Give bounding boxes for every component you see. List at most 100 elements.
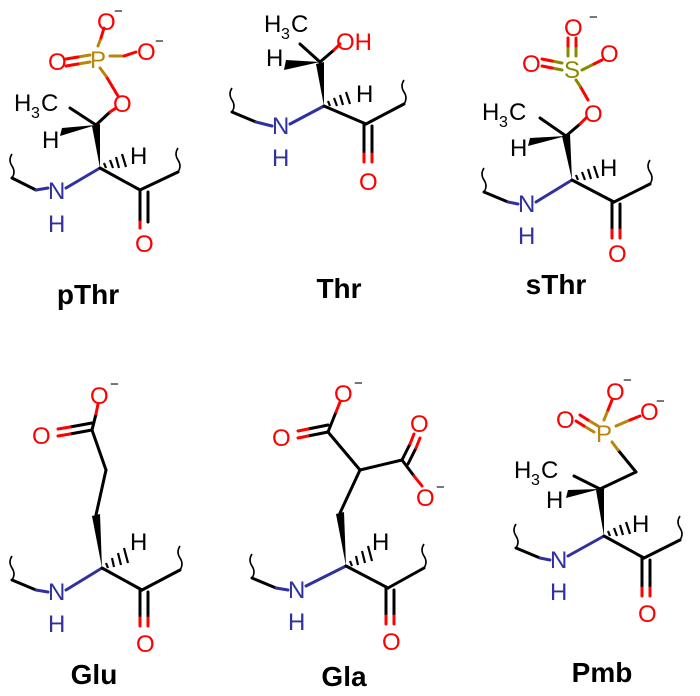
molecule-name: pThr — [57, 279, 119, 310]
molecule-name: Glu — [71, 659, 118, 690]
bond — [574, 419, 586, 428]
hydroxyl-label: OH — [336, 29, 372, 56]
hash — [338, 94, 345, 106]
hash — [612, 527, 619, 537]
methyl-c: C — [509, 99, 526, 126]
bond — [400, 442, 412, 462]
wedge-bond — [284, 60, 320, 70]
sulfonyl-oxygen-top: O — [564, 15, 583, 42]
bond — [56, 432, 72, 438]
bond — [642, 538, 682, 560]
bond — [408, 432, 416, 446]
bond — [76, 53, 92, 59]
wavy-bond-right — [401, 79, 407, 105]
methyl-sub: 3 — [531, 472, 540, 489]
bond — [304, 564, 348, 588]
nitrogen-label: N — [550, 547, 567, 574]
alpha-hydrogen: H — [130, 143, 147, 170]
wavy-bond-left — [9, 555, 15, 581]
bond — [610, 440, 620, 452]
charge-minus: − — [623, 372, 632, 389]
bond — [98, 166, 142, 192]
charge-minus: − — [110, 376, 119, 393]
sulfonyl-oxygen-left: O — [522, 51, 541, 78]
bond — [334, 400, 342, 414]
bond — [628, 414, 642, 422]
bond — [98, 66, 108, 78]
carbonyl-oxygen: O — [359, 169, 378, 196]
ester-oxygen: O — [584, 101, 603, 128]
wavy-bond-right — [647, 159, 653, 185]
methyl-h: H — [14, 90, 31, 117]
hash — [122, 547, 130, 564]
molecule-thr: N H O H H H 3 C OH Thr — [229, 11, 407, 304]
bond — [602, 408, 610, 422]
alpha-hydrogen: H — [600, 155, 617, 182]
wedge-bond — [528, 136, 566, 146]
bond — [94, 110, 112, 127]
carbonyl-oxygen: O — [136, 631, 155, 658]
bond — [570, 178, 616, 204]
beta-hydrogen: H — [510, 135, 527, 162]
bond — [230, 110, 258, 124]
methyl-h: H — [482, 99, 499, 126]
bond — [90, 412, 98, 432]
bond — [386, 566, 426, 590]
wedge-bond — [336, 512, 346, 566]
hash — [354, 555, 360, 566]
alpha-hydrogen: H — [372, 529, 389, 556]
bond — [602, 534, 646, 560]
bond — [34, 588, 50, 594]
bond — [414, 436, 422, 450]
hash — [110, 557, 116, 568]
bond — [586, 418, 600, 428]
molecule-pmb: N H O H H H 3 C P O O − O − Pmb — [513, 372, 683, 688]
bond — [326, 410, 338, 434]
phosphonyl-oxygen: O — [556, 407, 575, 434]
wavy-bond-left — [9, 153, 15, 179]
bond — [296, 434, 310, 440]
wedge-bond — [562, 134, 572, 180]
molecule-sthr: N H O H H H 3 C O S O O O − sThr — [481, 9, 653, 300]
beta-hydrogen: H — [266, 45, 283, 72]
bond — [306, 423, 330, 431]
amide-hydrogen: H — [550, 579, 567, 606]
wedge-bond — [92, 514, 102, 568]
nitrogen-label: N — [48, 178, 65, 205]
ester-oxygen: O — [113, 91, 132, 118]
bond — [68, 106, 98, 127]
bond — [64, 55, 80, 61]
carbonyl-oxygen: O — [638, 601, 657, 628]
methyl-c: C — [541, 457, 558, 484]
bond — [482, 190, 510, 204]
wavy-bond-right — [175, 147, 181, 173]
phosphoryl-oxygen: O — [48, 49, 67, 76]
bond — [540, 57, 554, 63]
carboxyl-oxygen-double: O — [32, 423, 51, 450]
bond — [108, 106, 118, 114]
charge-minus: − — [114, 3, 123, 20]
molecule-name: sThr — [526, 269, 587, 300]
bond — [298, 42, 322, 64]
hash — [606, 530, 612, 537]
molecule-gla: N H O H O O − O O − Gla — [249, 375, 445, 692]
bond — [614, 418, 632, 428]
bond — [606, 398, 614, 412]
bond — [288, 104, 326, 126]
bond — [564, 122, 582, 138]
beta-hydrogen: H — [42, 127, 59, 154]
bond — [326, 430, 362, 472]
methyl-sub: 3 — [499, 114, 508, 131]
bond — [578, 116, 588, 126]
bond — [358, 458, 404, 472]
phosphate-oxygen-top: O — [97, 9, 116, 36]
nitrogen-label: N — [288, 577, 305, 604]
wedge-bond — [92, 124, 100, 168]
bond — [338, 468, 362, 515]
bond — [64, 566, 104, 592]
bond — [104, 74, 120, 98]
bond — [322, 104, 368, 126]
hash — [366, 545, 374, 562]
